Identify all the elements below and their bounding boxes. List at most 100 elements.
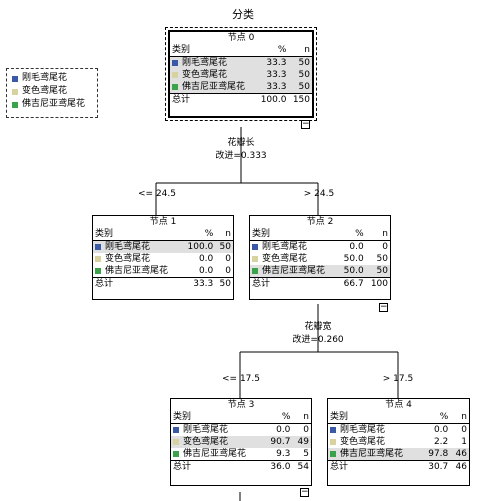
table-row: 变色鸢尾花 50.0 50	[250, 253, 390, 265]
class-pct: 0.0	[349, 242, 364, 252]
total-n: 46	[450, 460, 469, 473]
class-name: 刚毛鸢尾花	[105, 242, 151, 252]
col-category-header: 类别	[250, 228, 339, 241]
chart-title: 分类	[232, 8, 254, 21]
class-name: 刚毛鸢尾花	[182, 58, 228, 68]
col-category-header: 类别	[93, 228, 182, 241]
class-pct: 0.0	[433, 425, 449, 435]
class-name: 变色鸢尾花	[262, 254, 308, 264]
legend-item: 刚毛鸢尾花	[12, 72, 97, 85]
class-pct: 97.8	[421, 448, 451, 461]
class-pct: 33.3	[255, 69, 289, 81]
class-pct: 33.3	[255, 81, 289, 94]
node-title: 节点 2	[306, 217, 334, 227]
col-n-header: n	[215, 228, 233, 241]
split-improvement-1: 改进=0.333	[215, 151, 267, 161]
node-title: 节点 1	[149, 217, 177, 227]
class-n: 50	[215, 240, 233, 253]
class-n: 50	[376, 254, 388, 264]
class-n: 50	[288, 69, 312, 81]
total-n: 54	[292, 460, 311, 473]
node-title: 节点 0	[227, 33, 255, 43]
col-pct-header: %	[181, 228, 216, 241]
class-name: 刚毛鸢尾花	[183, 425, 229, 435]
legend-swatch-3	[12, 101, 18, 108]
class-swatch	[172, 84, 178, 90]
class-pct: 90.7	[263, 436, 293, 448]
table-row: 刚毛鸢尾花 0.0 0	[250, 241, 390, 254]
class-swatch	[173, 439, 179, 445]
class-name: 佛吉尼亚鸢尾花	[105, 266, 169, 276]
legend-label: 变色鸢尾花	[22, 86, 68, 96]
col-category-header: 类别	[170, 44, 256, 57]
total-n: 150	[288, 93, 312, 106]
class-name: 刚毛鸢尾花	[262, 242, 308, 252]
class-name: 佛吉尼亚鸢尾花	[183, 449, 247, 459]
legend-item: 变色鸢尾花	[12, 85, 97, 98]
total-n: 50	[215, 277, 233, 290]
class-swatch	[95, 256, 101, 262]
class-n: 0	[225, 254, 231, 264]
class-n: 46	[450, 448, 469, 461]
total-pct: 66.7	[338, 277, 366, 290]
node-header-row: 类别%n	[250, 228, 390, 241]
legend-label: 刚毛鸢尾花	[22, 73, 68, 83]
class-swatch	[95, 244, 101, 250]
class-n: 0	[382, 242, 388, 252]
class-n: 50	[288, 81, 312, 94]
class-pct: 2.2	[433, 437, 449, 447]
legend-label: 佛吉尼亚鸢尾花	[22, 99, 86, 109]
class-pct: 100.0	[181, 240, 216, 253]
total-pct: 33.3	[181, 277, 216, 290]
col-category-header: 类别	[171, 411, 264, 424]
class-n: 50	[365, 265, 390, 278]
class-pct: 0.0	[276, 425, 291, 435]
col-n-header: n	[292, 411, 311, 424]
collapse-toggle-node-3[interactable]: −	[300, 487, 309, 497]
node-header-row: 类别%n	[171, 411, 311, 424]
legend-swatch-2	[12, 88, 18, 95]
class-n: 49	[292, 436, 311, 448]
class-swatch	[330, 427, 336, 433]
class-name: 佛吉尼亚鸢尾花	[182, 82, 246, 92]
class-pct: 50.0	[343, 254, 364, 264]
collapse-toggle-node-0[interactable]: −	[301, 119, 310, 129]
class-name: 刚毛鸢尾花	[340, 425, 386, 435]
class-swatch	[252, 244, 258, 250]
node-header-row: 类别%n	[93, 228, 233, 241]
class-swatch	[173, 451, 179, 457]
class-swatch	[173, 427, 179, 433]
class-n: 5	[303, 449, 309, 459]
total-pct: 30.7	[421, 460, 451, 473]
col-pct-header: %	[421, 411, 451, 424]
split-right-condition-2: > 17.5	[382, 374, 414, 384]
total-label: 总计	[328, 460, 422, 473]
class-name: 变色鸢尾花	[182, 70, 228, 80]
col-pct-header: %	[263, 411, 293, 424]
split-right-condition-1: > 24.5	[303, 189, 335, 199]
collapse-toggle-node-2[interactable]: −	[379, 302, 388, 312]
node-header-row: 类别%n	[170, 44, 312, 57]
